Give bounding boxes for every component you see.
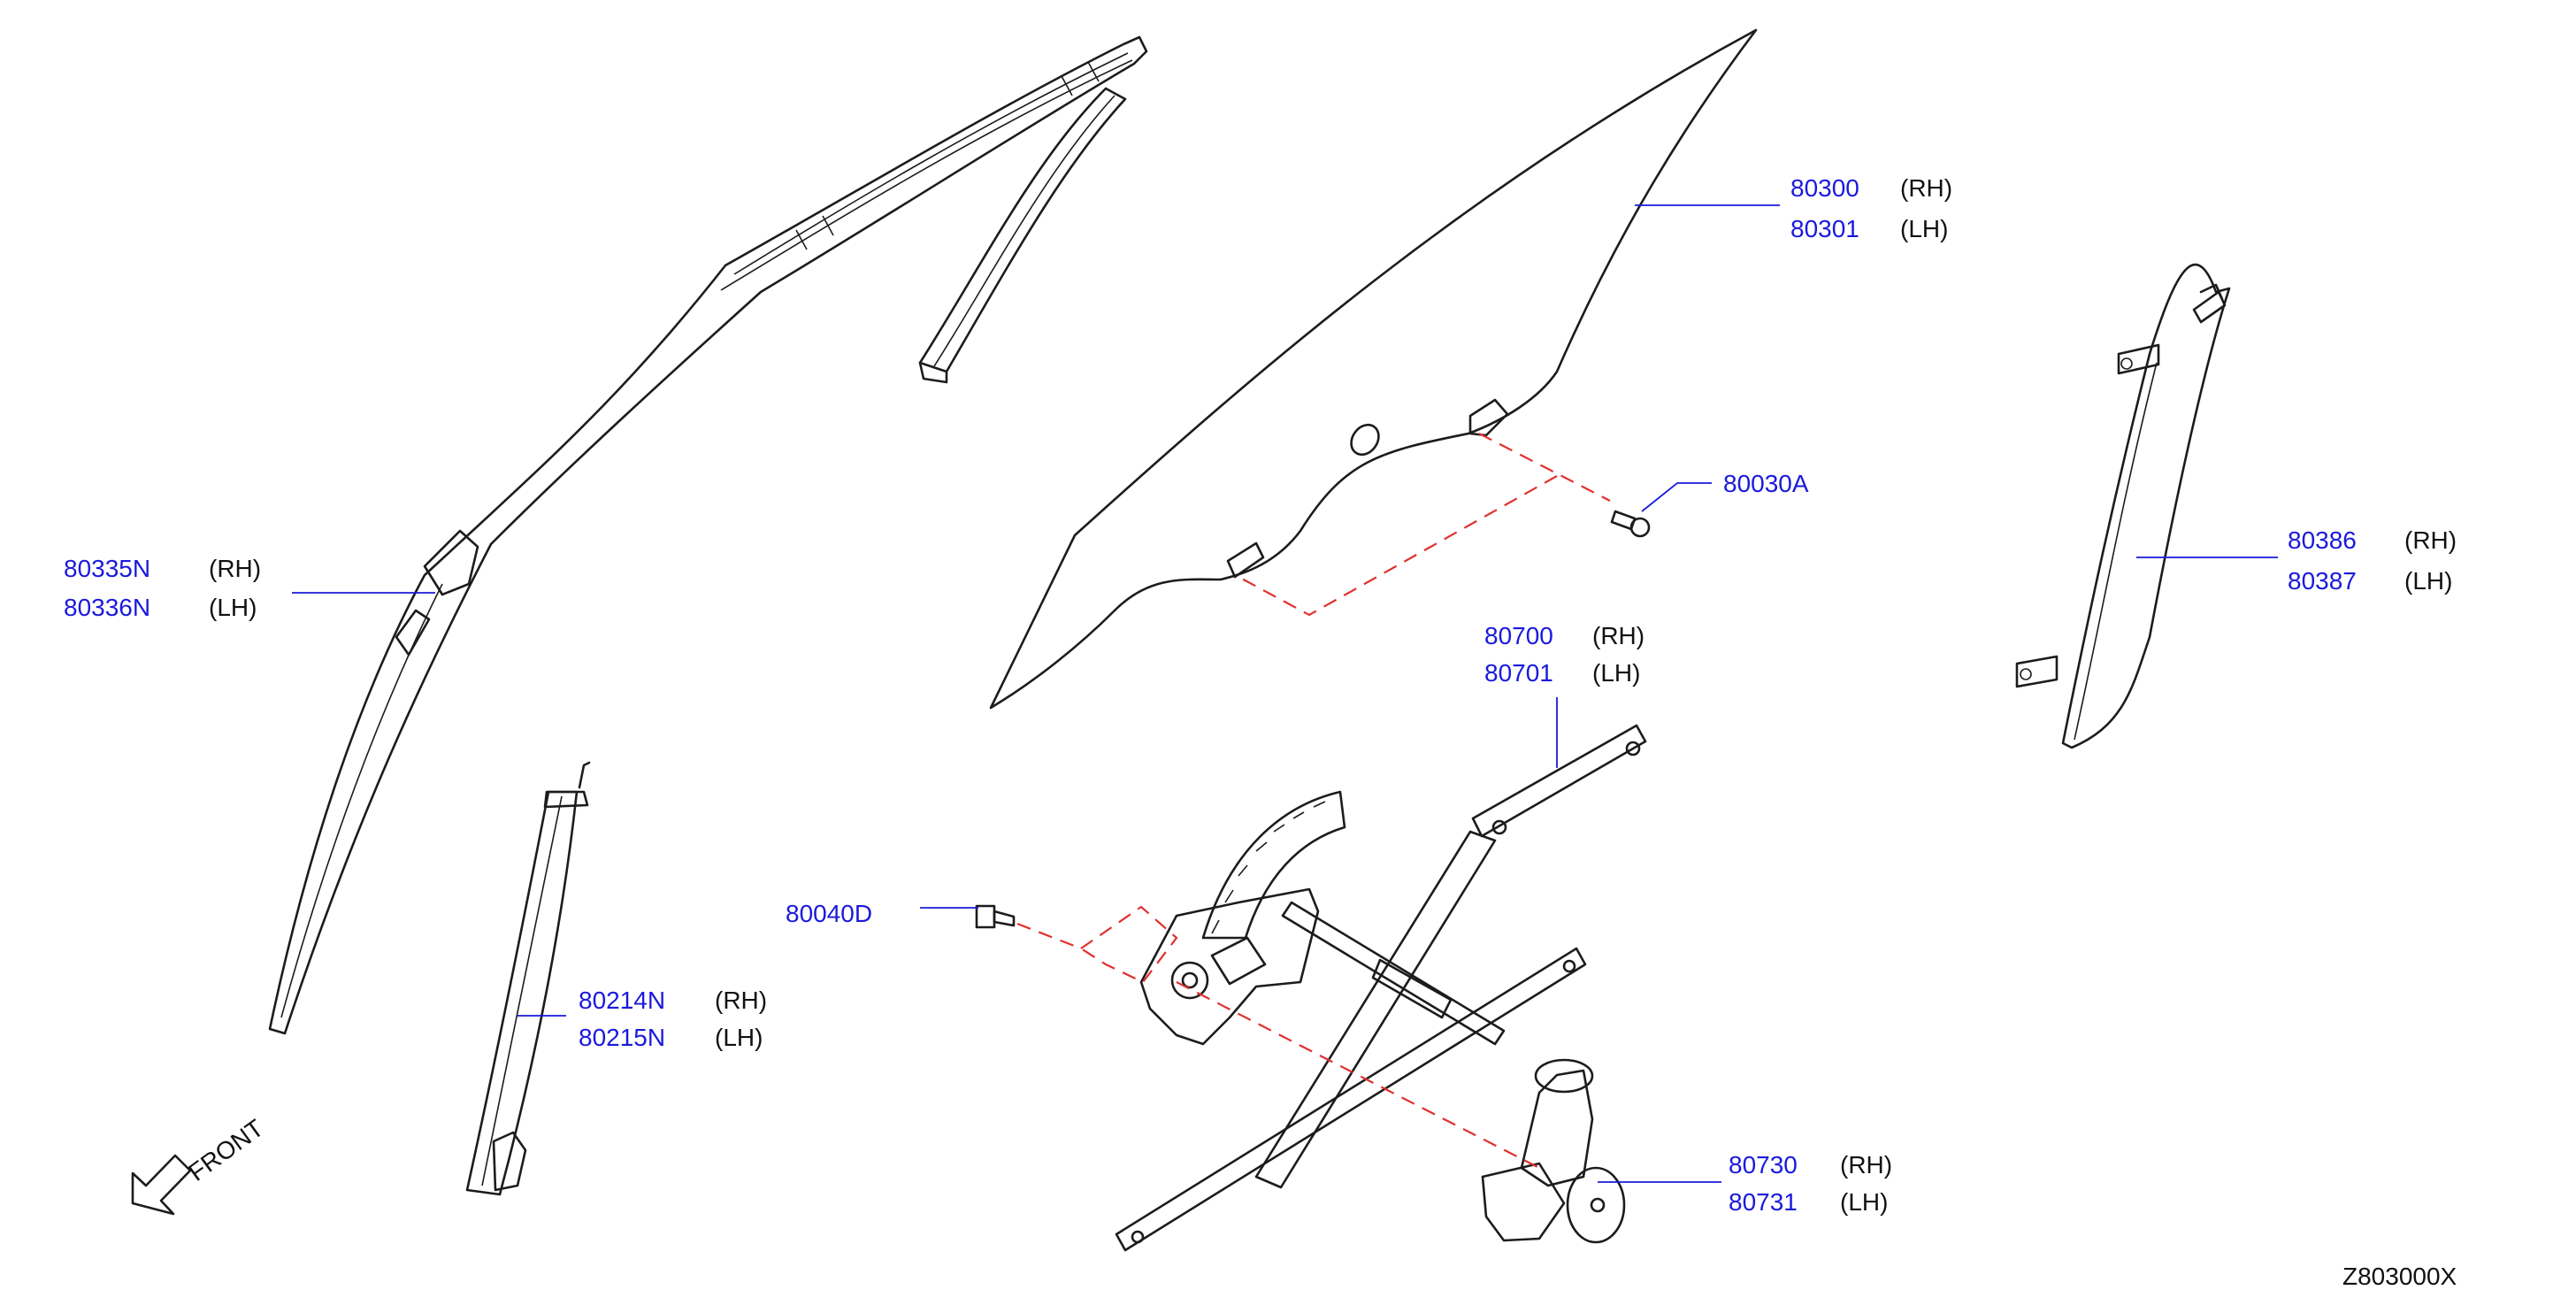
side-lh: (LH)	[1592, 659, 1640, 687]
front-sash-channel	[268, 35, 1148, 1035]
part-number-80730: 80730	[1729, 1151, 1798, 1179]
glass-bolt	[1610, 510, 1651, 538]
side-rh: (RH)	[2404, 526, 2457, 554]
part-number-80335N: 80335N	[64, 555, 150, 582]
side-lh: (LH)	[1840, 1188, 1888, 1216]
part-number-80301: 80301	[1790, 215, 1859, 242]
front-arrow-icon	[131, 1154, 192, 1216]
part-number-80387: 80387	[2288, 567, 2357, 595]
side-lh: (LH)	[715, 1024, 763, 1051]
side-lh: (LH)	[209, 594, 257, 621]
part-number-80731: 80731	[1729, 1188, 1798, 1216]
part-number-80336N: 80336N	[64, 594, 150, 621]
side-lh: (LH)	[2404, 567, 2452, 595]
part-number-80386: 80386	[2288, 526, 2357, 554]
rear-sash-channel	[2015, 263, 2231, 749]
side-rh: (RH)	[1840, 1151, 1892, 1179]
side-rh: (RH)	[715, 987, 767, 1014]
part-number-80040D: 80040D	[786, 900, 872, 927]
leader-lines	[292, 204, 2278, 1183]
side-lh: (LH)	[1900, 215, 1948, 242]
lower-sash-channel	[465, 761, 591, 1196]
part-number-80214N: 80214N	[579, 987, 665, 1014]
regulator-bolt	[975, 904, 1016, 929]
side-rh: (RH)	[1592, 622, 1644, 649]
part-number-80700: 80700	[1484, 622, 1553, 649]
part-number-80701: 80701	[1484, 659, 1553, 687]
side-rh: (RH)	[1900, 174, 1952, 202]
side-rh: (RH)	[209, 555, 261, 582]
part-number-80030A: 80030A	[1723, 470, 1809, 497]
assembly-dash-lines	[1016, 433, 1611, 1169]
front-label: FRONT	[183, 1114, 268, 1186]
window-regulator	[1115, 724, 1647, 1252]
regulator-motor	[1481, 1058, 1626, 1244]
part-number-80215N: 80215N	[579, 1024, 665, 1051]
door-glass	[989, 28, 1758, 710]
part-number-80300: 80300	[1790, 174, 1859, 202]
diagram-id: Z803000X	[2342, 1263, 2457, 1290]
